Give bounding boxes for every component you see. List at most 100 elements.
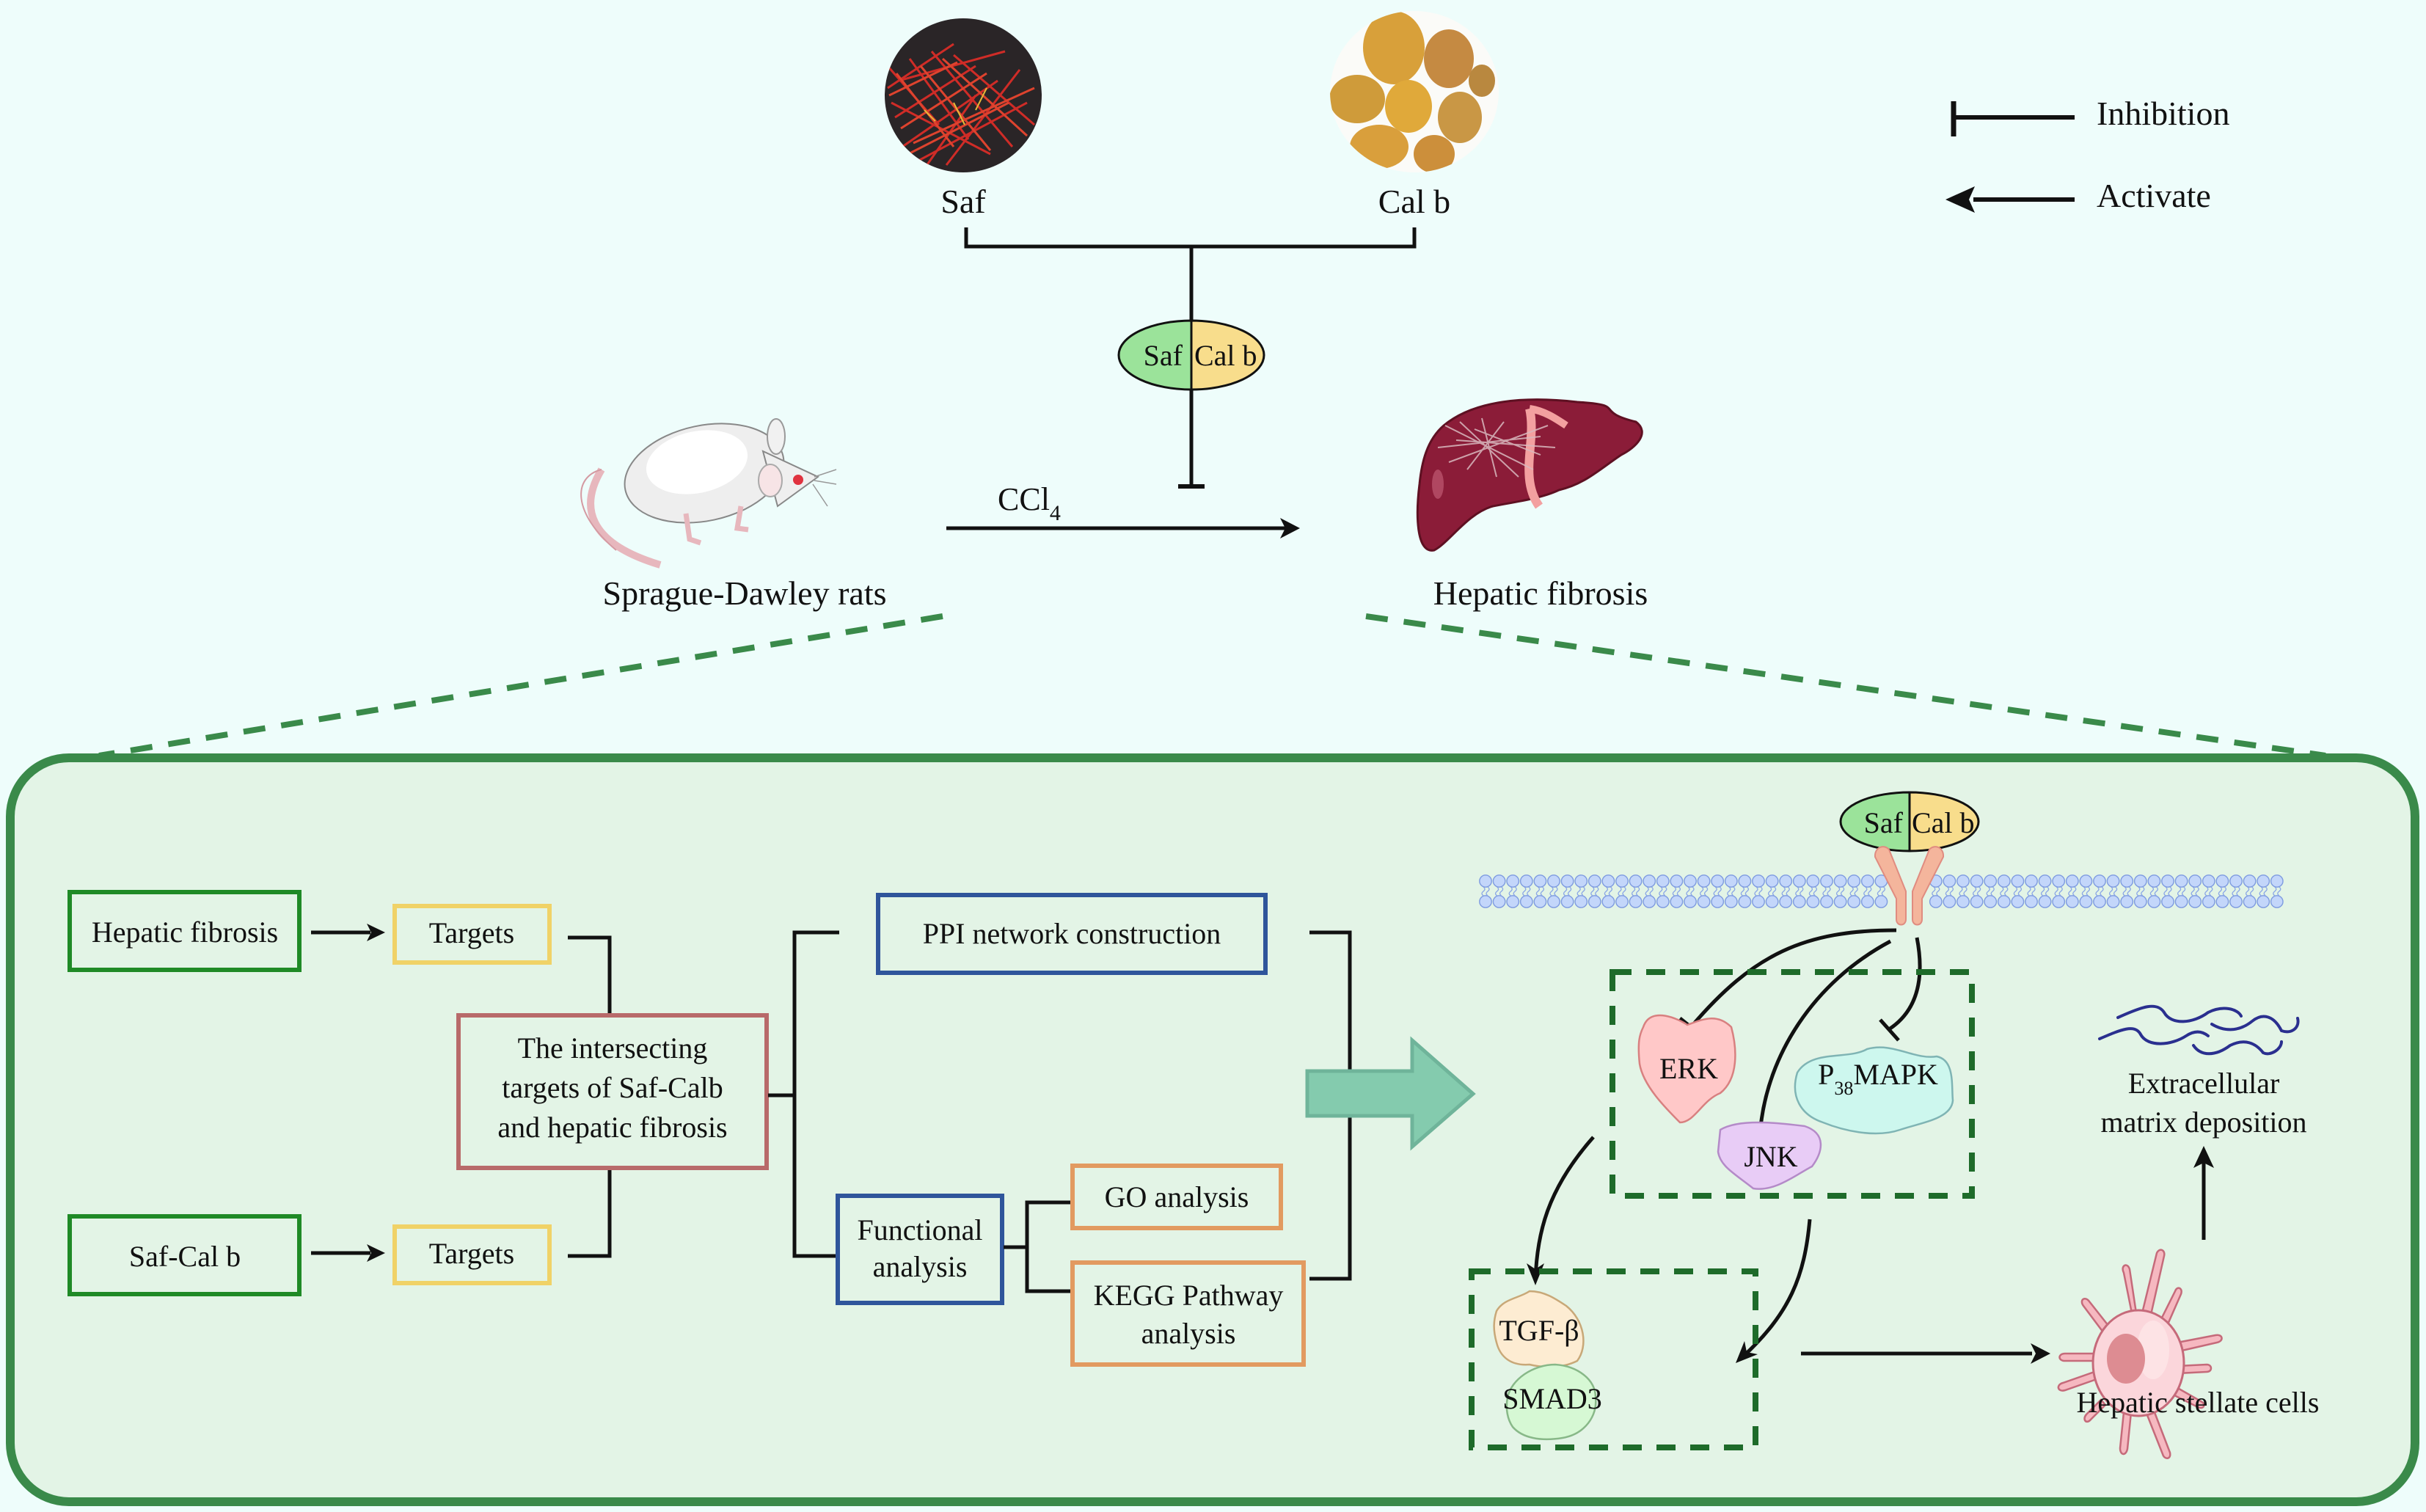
cell-membrane-bilayer [1479,874,2284,908]
lipid-head [2011,874,2025,888]
lipid-head [2270,874,2284,888]
lipid-head [1601,895,1615,908]
box-ppi-label: PPI network construction [923,917,1221,950]
lipid-tail [1699,886,1709,896]
lipid-tail [1604,886,1613,896]
lipid-tail [1740,886,1750,896]
tgf-smad-group-box [1469,1268,1758,1450]
kegg-line-1: KEGG Pathway [1094,1279,1284,1312]
lipid-head [1847,895,1861,908]
lipid-tail [2000,886,2009,896]
lipid-head [1588,895,1601,908]
box-hepatic-fibrosis[interactable]: Hepatic fibrosis [67,890,302,972]
hsc-to-ecm-arrow [2193,1146,2214,1240]
lipid-head [1615,895,1629,908]
lipid-tail [2204,886,2213,896]
lipid-tail [2040,886,2050,896]
lipid-head [2202,895,2215,908]
p38-mapk-label: P38MAPK [1818,1058,1938,1099]
saf-calb-combo-top: Saf Cal b [1117,319,1265,391]
box-functional-analysis[interactable]: Functional analysis [836,1194,1004,1305]
intersect-line-3: and hepatic fibrosis [497,1111,727,1144]
box-go-label: GO analysis [1105,1180,1249,1213]
lipid-tail [1822,886,1831,896]
box-ppi-network[interactable]: PPI network construction [876,893,1268,975]
lipid-tail [1767,886,1777,896]
lipid-tail [1522,886,1531,896]
lipid-tail [1959,886,1968,896]
lipid-head [1479,895,1492,908]
lipid-head [2188,895,2202,908]
lipid-head [2025,895,2038,908]
lipid-tail [2068,886,2077,896]
lipid-head [1860,895,1874,908]
kegg-line-2: analysis [1141,1317,1236,1350]
smad3-protein[interactable]: SMAD3 [1502,1363,1602,1441]
lipid-head [1506,895,1520,908]
functional-line-1: Functional [857,1213,982,1246]
lipid-head [1656,874,1670,888]
lipid-head [2079,895,2093,908]
lipid-tail [2027,886,2036,896]
lipid-head [1547,895,1560,908]
signaling-to-hsc-arrow [1801,1343,2050,1364]
combo-membrane-calb-label: Cal b [1912,806,1975,839]
zoom-connector-lines [98,613,2326,759]
p38-mapk-protein[interactable]: P38MAPK [1794,1046,1954,1135]
box-kegg-analysis[interactable]: KEGG Pathway analysis [1070,1260,1306,1367]
lipid-head [1820,874,1833,888]
lipid-head [1833,895,1847,908]
lipid-head [2052,874,2066,888]
box-go-analysis[interactable]: GO analysis [1070,1164,1283,1230]
box-targets-disease[interactable]: Targets [392,904,552,965]
jnk-protein[interactable]: JNK [1717,1121,1822,1190]
lipid-head [1697,874,1711,888]
lipid-head [2188,874,2202,888]
lipid-tail [1535,886,1545,896]
lipid-head [1779,895,1793,908]
box-targets-disease-label: Targets [429,916,514,949]
arrow-drug-to-targets [311,1244,385,1262]
lipid-head [2093,874,2106,888]
lipid-tail [2136,886,2145,896]
lipid-head [2257,874,2270,888]
ecm-line-2: matrix deposition [2100,1106,2306,1139]
lipid-head [1656,895,1670,908]
box-intersecting-targets[interactable]: The intersecting targets of Saf-Calb and… [456,1013,769,1170]
tgf-beta-protein[interactable]: TGF-β [1493,1290,1585,1368]
lipid-tail [1631,886,1640,896]
receptor-icon [1874,846,1945,926]
lipid-head [2174,874,2188,888]
lipid-head [2147,874,2161,888]
lipid-head [1519,895,1533,908]
lipid-head [2120,874,2134,888]
legend-inhibition-label: Inhibition [2097,95,2229,132]
lipid-head [1738,895,1752,908]
legend-activate-label: Activate [2097,177,2211,214]
erk-protein[interactable]: ERK [1637,1014,1736,1124]
lipid-head [1847,874,1861,888]
lipid-head [1492,874,1506,888]
calculus-bovis-label: Cal b [1378,183,1450,220]
jnk-label: JNK [1744,1140,1797,1173]
box-saf-calb[interactable]: Saf-Cal b [67,1214,302,1296]
lipid-head [1629,874,1643,888]
lipid-head [2243,895,2257,908]
lipid-head [2147,895,2161,908]
lipid-head [2106,874,2120,888]
lipid-head [1697,895,1711,908]
hepatic-stellate-cell-illustration [2057,1249,2223,1459]
lipid-head [1874,895,1888,908]
intersect-line-1: The intersecting [518,1031,708,1064]
hepatic-stellate-cells-label: Hepatic stellate cells [2077,1386,2320,1419]
lipid-head [1970,874,1984,888]
targets-merge-connector [568,935,612,1258]
lipid-tail [1549,886,1558,896]
lipid-tail [1576,886,1585,896]
box-targets-drug[interactable]: Targets [392,1224,552,1285]
lipid-head [1724,874,1738,888]
lipid-tail [2177,886,2186,896]
lipid-head [1956,895,1970,908]
lipid-head [1601,874,1615,888]
